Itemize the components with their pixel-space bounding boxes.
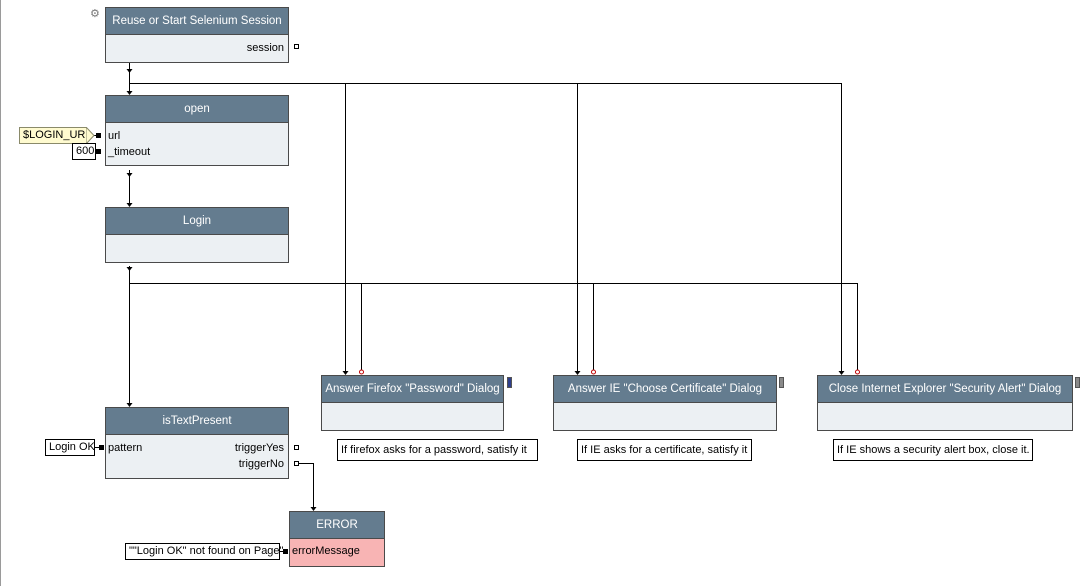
port-session: session <box>246 42 284 54</box>
node-status-marker <box>507 377 512 388</box>
trigger-dot-iecert <box>591 369 596 375</box>
output-pin-session[interactable] <box>294 44 299 49</box>
constant-pattern[interactable]: Login OK <box>45 439 95 456</box>
node-ie-certificate[interactable]: Answer IE "Choose Certificate" Dialog <box>553 375 777 431</box>
comment-firefox[interactable]: If firefox asks for a password, satisfy … <box>337 439 538 461</box>
node-title: open <box>106 96 288 123</box>
arrow-session-out <box>126 69 133 73</box>
node-open[interactable]: open url _timeout <box>105 95 289 166</box>
variable-tag-arrow <box>86 127 95 144</box>
arrow-istext <box>126 403 133 407</box>
node-title: Answer Firefox "Password" Dialog <box>322 376 503 403</box>
input-pin-url[interactable] <box>96 133 101 138</box>
node-selenium-session[interactable]: Reuse or Start Selenium Session session <box>105 7 289 63</box>
comment-iealert[interactable]: If IE shows a security alert box, close … <box>833 439 1033 461</box>
arrow-iecert <box>574 371 581 375</box>
arrow-login <box>126 203 133 207</box>
arrow-open <box>126 91 133 95</box>
constant-login-url[interactable]: $LOGIN_URL <box>19 127 91 144</box>
arrow-iealert <box>838 371 845 375</box>
port-url: url <box>108 130 121 142</box>
node-title: Answer IE "Choose Certificate" Dialog <box>554 376 776 403</box>
input-pin-timeout[interactable] <box>96 149 101 154</box>
arrow-login-out <box>126 267 133 271</box>
node-error[interactable]: ERROR errorMessage <box>289 511 385 567</box>
node-firefox-password[interactable]: Answer Firefox "Password" Dialog <box>321 375 504 431</box>
port-triggerno: triggerNo <box>238 458 284 470</box>
constant-timeout[interactable]: 600 <box>72 143 96 160</box>
port-pattern: pattern <box>108 442 143 454</box>
port-triggeryes: triggerYes <box>234 442 284 454</box>
wire-triggerno-error <box>298 463 314 509</box>
node-title: Close Internet Explorer "Security Alert"… <box>818 376 1072 403</box>
node-istextpresent[interactable]: isTextPresent pattern triggerYes trigger… <box>105 407 289 479</box>
input-pin-pattern[interactable] <box>99 445 104 450</box>
arrow-firefox <box>342 371 349 375</box>
node-ie-security-alert[interactable]: Close Internet Explorer "Security Alert"… <box>817 375 1073 431</box>
gear-icon[interactable]: ⚙ <box>90 8 100 20</box>
port-errormessage: errorMessage <box>292 545 360 557</box>
node-status-marker <box>1075 377 1080 388</box>
node-title: isTextPresent <box>106 408 288 435</box>
port-timeout: _timeout <box>108 146 151 158</box>
node-title: Reuse or Start Selenium Session <box>106 8 288 35</box>
output-pin-triggeryes[interactable] <box>294 445 299 450</box>
arrow-error <box>310 507 317 511</box>
comment-iecert[interactable]: If IE asks for a certificate, satisfy it <box>577 439 752 461</box>
node-title: Login <box>106 208 288 235</box>
trigger-dot-iealert <box>855 369 860 375</box>
output-pin-triggerno[interactable] <box>294 461 299 466</box>
constant-error-message[interactable]: ""Login OK" not found on Page" <box>125 543 283 560</box>
input-pin-errormessage[interactable] <box>283 549 288 554</box>
node-status-marker <box>779 377 784 388</box>
canvas-left-border <box>0 0 1 586</box>
trigger-dot-firefox <box>359 369 364 375</box>
arrow-open-out <box>126 173 133 177</box>
node-title: ERROR <box>290 512 384 539</box>
node-login[interactable]: Login <box>105 207 289 263</box>
